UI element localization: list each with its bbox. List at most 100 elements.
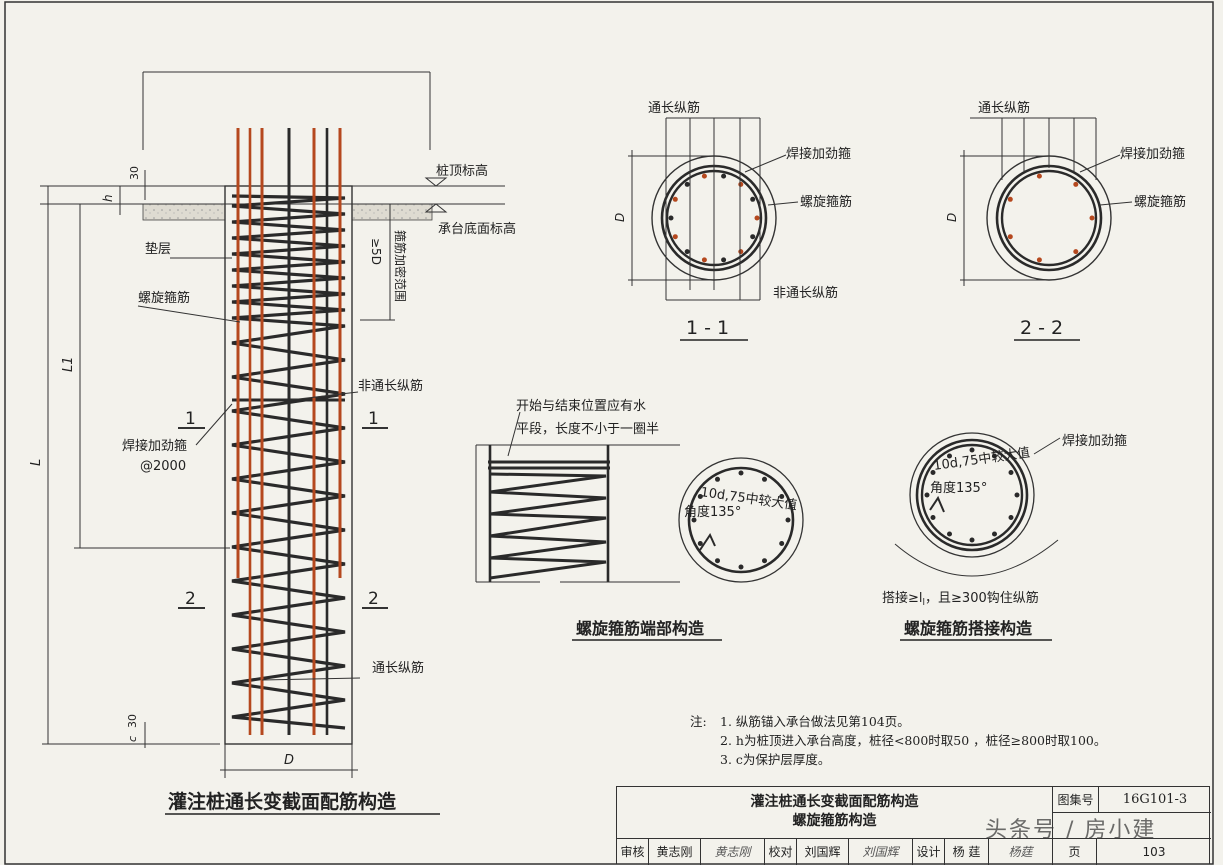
welded-ring-label: 焊接加劲箍 [122,438,187,454]
dim-30-bottom: 30 [126,714,139,728]
densify-zone-label: 箍筋加密范围 [393,230,408,302]
end-note-line2: 平段，长度不小于一圈半 [516,421,659,437]
section-mark-2-left: 2 [185,589,196,609]
s1-non-full-bar-label: 非通长纵筋 [773,285,838,301]
rebar-dot [684,181,690,187]
rebar-dot [762,558,767,564]
notes-heading: 注: [690,714,707,729]
dim-h: h [101,194,115,202]
title-block-title: 灌注桩通长变截面配筋构造 螺旋箍筋构造 [617,787,1053,839]
atlas-label: 图集号 [1053,787,1099,813]
rebar-dot [779,494,785,499]
s1-caption: 1 - 1 [686,317,729,339]
note-item-2: 2. h为桩顶进入承台高度，桩径<800时取50 ，桩径≥800时取100。 [720,733,1107,748]
dim-5d: ≥5D [369,238,383,265]
design-name: 杨 莛 [945,839,989,865]
pile-top-elev-label: 桩顶标高 [436,163,488,179]
section-mark-1-right: 1 [368,409,379,429]
end-note-line1: 开始与结束位置应有水 [516,398,646,414]
rebar-dot [1014,492,1020,498]
check-signature: 刘国辉 [849,839,913,865]
rebar-dot [701,173,707,179]
review-label: 审核 [617,839,649,865]
rebar-dot [930,515,936,520]
design-label: 设计 [913,839,945,865]
rebar-dot [691,517,697,523]
s1-dim-D: D [613,213,627,222]
page-label: 页 [1053,839,1097,865]
rebar-dot [672,234,678,240]
rebar-dot [1008,515,1014,520]
rebar-dot [738,181,744,187]
section-mark-1-left: 1 [185,409,196,429]
cushion-layer-left [142,203,226,221]
rebar-dot [750,196,756,202]
note-row-1: 注:1. 纵筋锚入承台做法见第104页。 [690,712,1106,731]
sheet-border [4,1,1214,865]
rebar-dot [715,476,720,482]
s1-welded-ring-label: 焊接加劲箍 [786,146,851,162]
s1-spiral-label: 螺旋箍筋 [800,194,852,210]
review-signature: 黄志刚 [701,839,765,865]
rebar-dot [930,470,936,475]
cushion-label: 垫层 [145,241,171,257]
note-row-3: 3. c为保护层厚度。 [690,750,1106,769]
s2-spiral-label: 螺旋箍筋 [1134,194,1186,210]
s2-full-bar-label: 通长纵筋 [978,100,1030,116]
s2-caption: 2 - 2 [1020,317,1063,339]
rebar-dot [697,541,703,546]
lap-welded-ring-label: 焊接加劲箍 [1062,433,1127,449]
rebar-dot [969,537,975,543]
title-line-2: 螺旋箍筋构造 [792,813,877,829]
section-mark-2-right: 2 [368,589,379,609]
rebar-dot [1089,215,1095,221]
end-detail-caption: 螺旋箍筋端部构造 [576,619,705,638]
rebar-dot [754,215,760,221]
rebar-dot [1008,470,1014,475]
rebar-dot [1007,234,1013,240]
rebar-dot [947,453,952,459]
rebar-dot [1073,181,1079,187]
welded-ring-spacing: @2000 [140,459,186,474]
lap-detail-drawing [894,432,1061,577]
rebar-dot [1036,257,1042,263]
rebar-dot [684,249,690,255]
note-item-3: 3. c为保护层厚度。 [720,752,831,767]
rebar-dot [924,492,930,498]
rebar-dot [1073,249,1079,255]
lap-detail-caption: 螺旋箍筋搭接构造 [904,619,1033,638]
cushion-layer-right [351,203,433,221]
design-signature: 杨莛 [989,839,1053,865]
section-2-2 [960,117,1133,286]
title-block-blank-cell [1053,813,1211,839]
spiral-stirrup-label: 螺旋箍筋 [138,290,190,306]
rebar-dot [738,564,744,570]
s2-dim-D: D [945,213,959,222]
title-block: 灌注桩通长变截面配筋构造 螺旋箍筋构造 图集号 16G101-3 审核 黄志刚 … [616,786,1211,865]
end-hook-line2: 角度135° [684,504,741,520]
full-bar-label: 通长纵筋 [372,660,424,676]
rebar-dot [738,249,744,255]
review-name: 黄志刚 [649,839,701,865]
rebar-dot [697,494,703,499]
rebar-dot [715,558,720,564]
rebar-dot [721,173,727,179]
rebar-dot [1007,196,1013,202]
rebar-dot [701,257,707,263]
check-name: 刘国辉 [797,839,849,865]
rebar-dot [947,531,952,537]
lap-hook-line2: 角度135° [930,480,987,496]
non-full-bar-label: 非通长纵筋 [358,378,423,394]
end-detail-drawing [475,411,804,583]
dim-L: L [29,459,44,466]
rebar-dot [992,453,997,459]
rebar-dot [992,531,997,537]
signature-row: 审核 黄志刚 黄志刚 校对 刘国辉 刘国辉 设计 杨 莛 杨莛 页 103 [617,839,1211,865]
rebar-dot [750,234,756,240]
rebar-dot [672,196,678,202]
dim-D: D [284,753,294,768]
check-label: 校对 [765,839,797,865]
s2-welded-ring-label: 焊接加劲箍 [1120,146,1185,162]
main-drawing-title: 灌注桩通长变截面配筋构造 [168,790,397,813]
page-number: 103 [1142,845,1166,859]
